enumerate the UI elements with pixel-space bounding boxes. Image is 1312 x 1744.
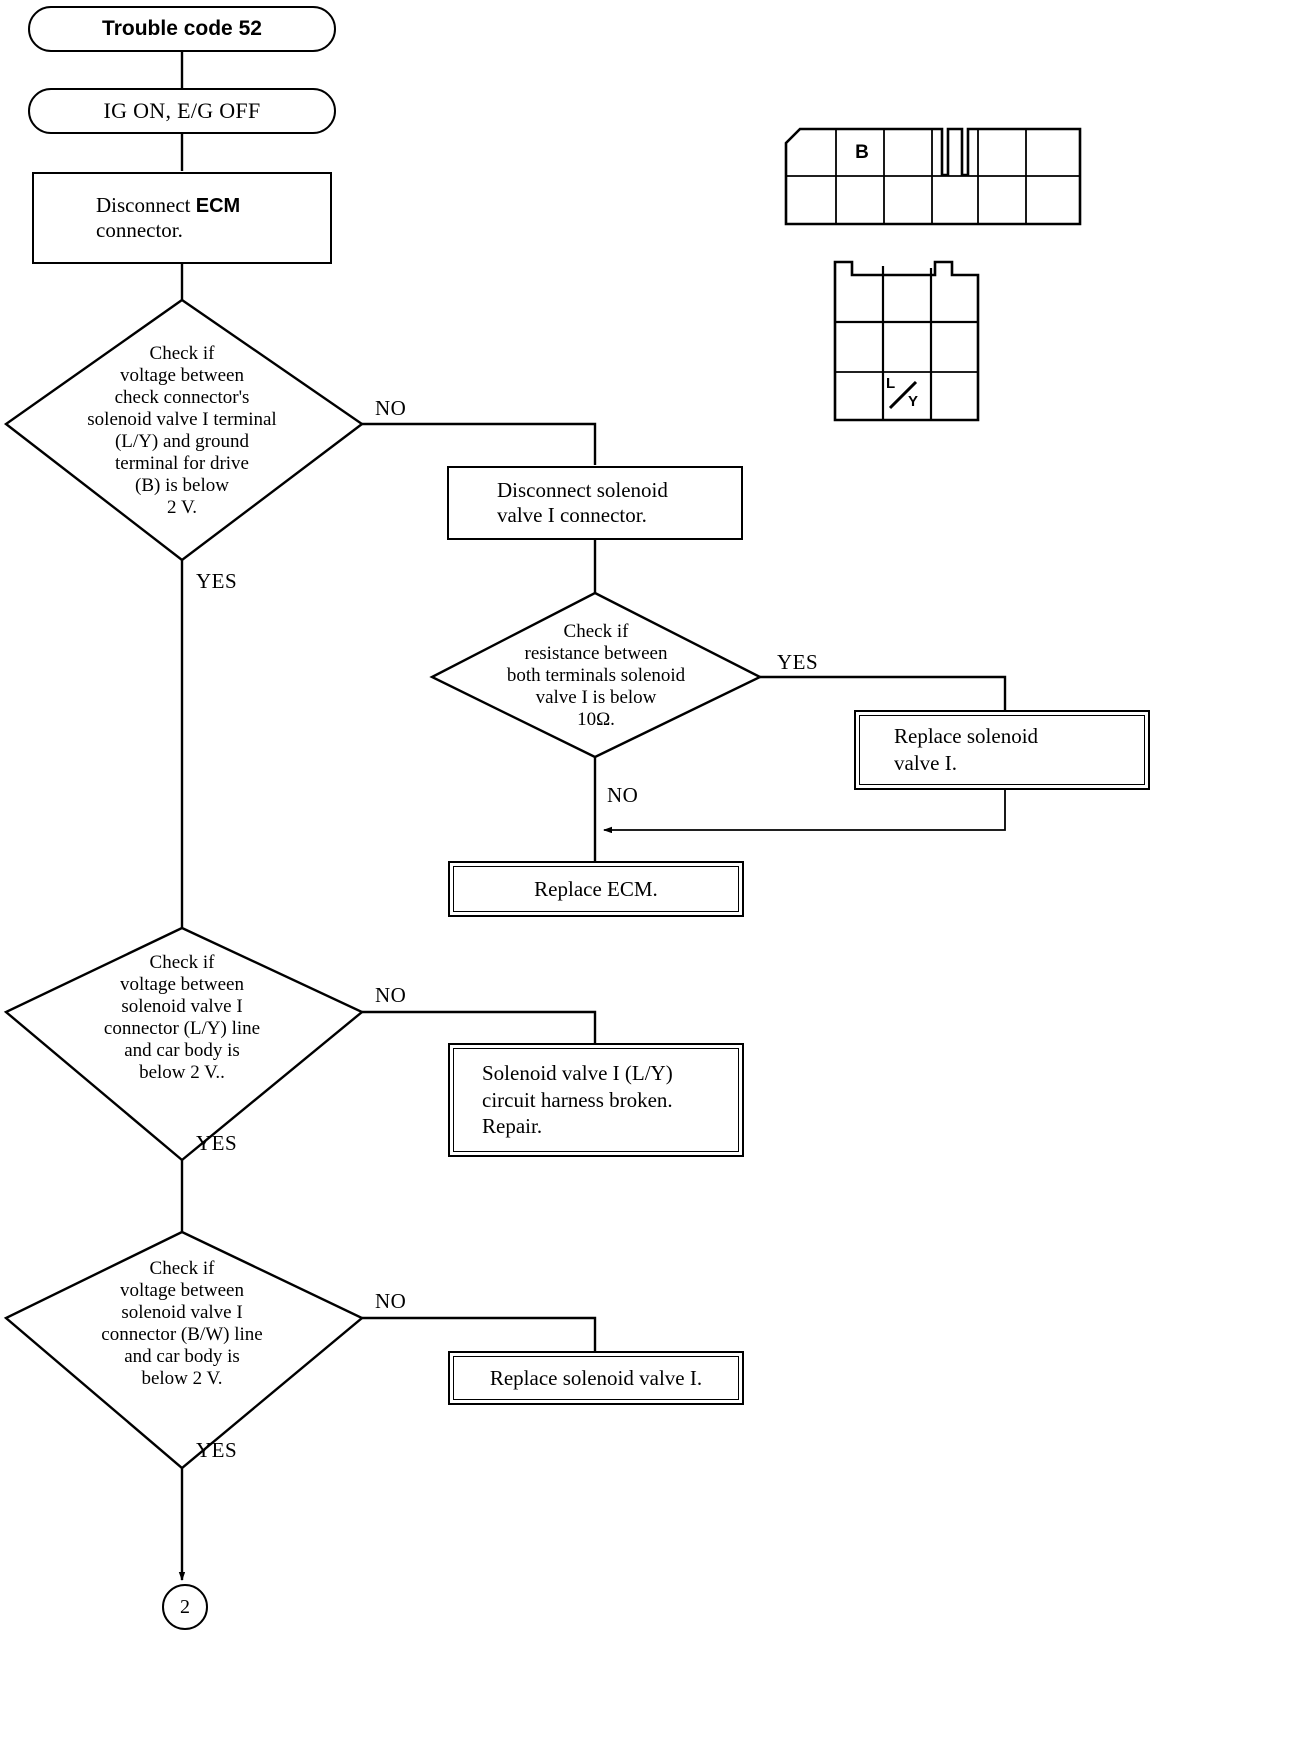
result-replace-solenoid-valve-a: Replace solenoid valve I. xyxy=(854,710,1150,790)
edge-decision3-no xyxy=(362,1010,597,1044)
decision-1-shape xyxy=(3,298,365,562)
disconnect-ecm-line1: Disconnect ECM xyxy=(96,193,240,219)
result-harness-broken: Solenoid valve I (L/Y) circuit harness b… xyxy=(448,1043,744,1157)
process-disconnect-solenoid-connector: Disconnect solenoid valve I connector. xyxy=(447,466,743,540)
replace-solenoid-a-line1: Replace solenoid xyxy=(894,724,1039,749)
solenoid-valve-connector-lower-drawing xyxy=(833,260,980,422)
start-label: Trouble code 52 xyxy=(102,16,262,40)
decision-2-no-label: NO xyxy=(607,783,639,807)
connector-pin-label-b: B xyxy=(855,142,869,163)
ecm-connector-upper-drawing xyxy=(784,127,1082,226)
edge-decision4-no xyxy=(362,1316,597,1352)
decision-4-no-label: NO xyxy=(375,1289,407,1313)
connector-pin-label-y: Y xyxy=(908,393,919,410)
decision-1-no-label: NO xyxy=(375,396,407,420)
process-disconnect-ecm-connector: Disconnect ECM connector. xyxy=(32,172,332,264)
harness-broken-line2: circuit harness broken. xyxy=(482,1087,673,1112)
decision-3-no-label: NO xyxy=(375,983,407,1007)
decision-4-yes-label: YES xyxy=(196,1438,238,1462)
replace-solenoid-a-line2: valve I. xyxy=(894,751,957,775)
edge-decision2-yes xyxy=(760,675,1007,712)
disconnect-ecm-prefix: Disconnect xyxy=(96,192,196,217)
decision-2-shape xyxy=(429,591,763,759)
connector-pin-label-ly: L Y xyxy=(886,374,930,418)
start-terminator: Trouble code 52 xyxy=(28,6,336,52)
decision-1-yes-label: YES xyxy=(196,569,238,593)
disconnect-solenoid-line1: Disconnect solenoid xyxy=(497,478,668,503)
disconnect-ecm-line2: connector. xyxy=(96,218,183,243)
harness-broken-line3: Repair. xyxy=(482,1114,543,1139)
replace-ecm-label: Replace ECM. xyxy=(534,876,658,901)
edge-replace-solenoid-return xyxy=(603,790,1006,834)
upper-connector-outline xyxy=(784,127,1082,226)
ly-cell-slash xyxy=(888,380,918,410)
page-connector-circle: 2 xyxy=(162,1584,208,1630)
result-replace-solenoid-valve-b: Replace solenoid valve I. xyxy=(448,1351,744,1405)
ecm-keyword: ECM xyxy=(195,194,241,217)
page-connector-label: 2 xyxy=(180,1595,190,1618)
precondition-terminator: IG ON, E/G OFF xyxy=(28,88,336,134)
edge-decision1-no xyxy=(362,422,597,465)
result-replace-ecm: Replace ECM. xyxy=(448,861,744,917)
harness-broken-line1: Solenoid valve I (L/Y) xyxy=(482,1060,673,1085)
decision-2-yes-label: YES xyxy=(777,650,819,674)
replace-solenoid-b-label: Replace solenoid valve I. xyxy=(489,1365,703,1390)
decision-3-shape xyxy=(3,926,365,1162)
disconnect-solenoid-line2: valve I connector. xyxy=(497,503,647,527)
connector-pin-label-l: L xyxy=(886,375,896,392)
decision-4-shape xyxy=(3,1230,365,1470)
precondition-label: IG ON, E/G OFF xyxy=(103,98,261,124)
decision-3-yes-label: YES xyxy=(196,1131,238,1155)
